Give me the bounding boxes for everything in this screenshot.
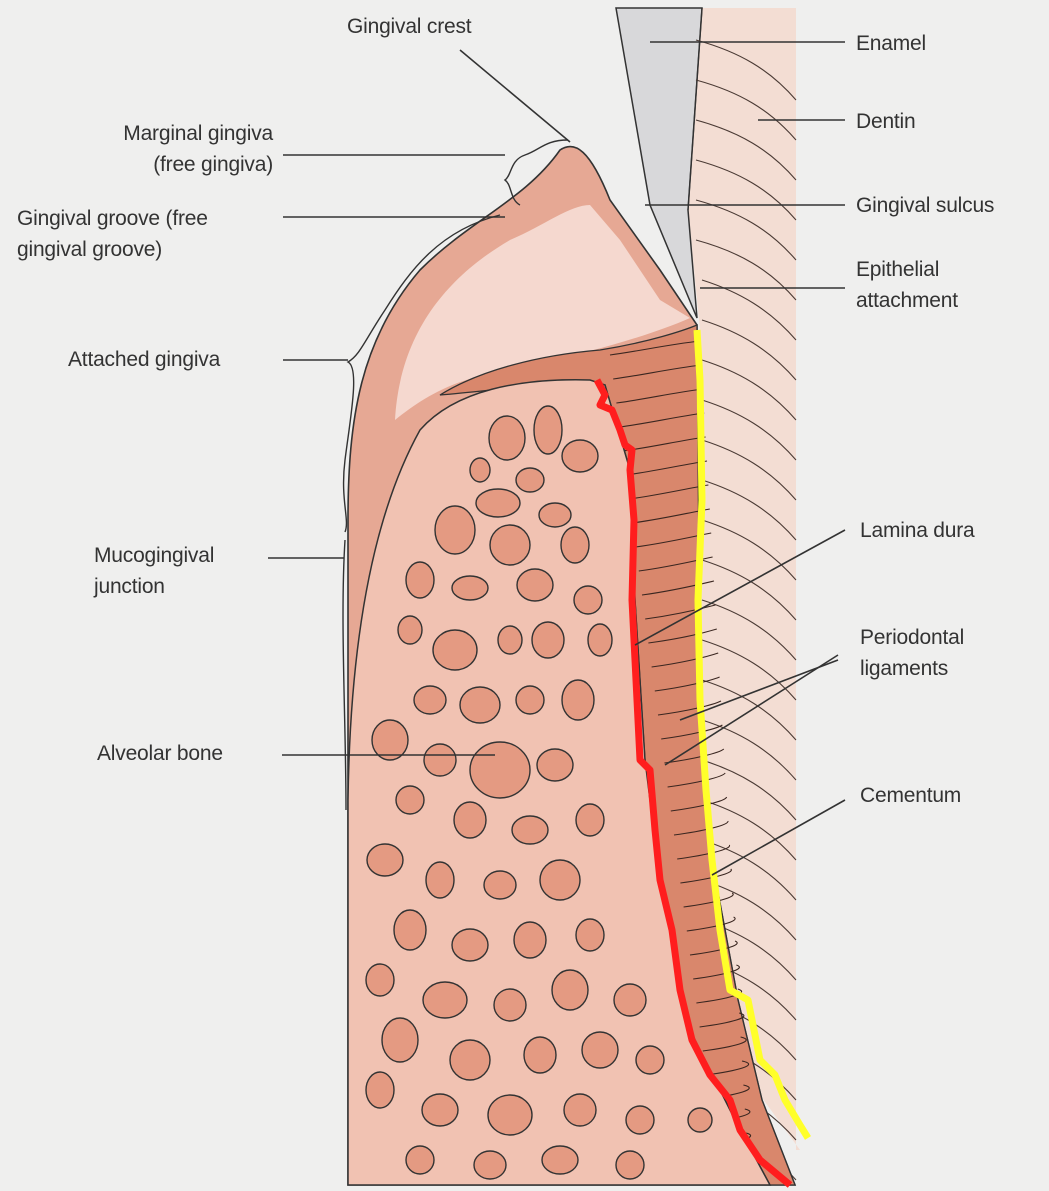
marrow-space [636,1046,664,1074]
marrow-space [552,970,588,1010]
marrow-space [498,626,522,654]
marrow-space [561,527,589,563]
marrow-space [514,922,546,958]
label-enamel: Enamel [856,28,926,59]
marrow-space [470,458,490,482]
marrow-space [542,1146,578,1174]
label-epithelial-attachment: Epithelial attachment [856,254,958,316]
label-attached-gingiva: Attached gingiva [68,344,220,375]
marrow-space [576,804,604,836]
marrow-space [576,919,604,951]
label-dentin: Dentin [856,106,916,137]
marrow-space [424,744,456,776]
marrow-space [484,871,516,899]
marrow-space [452,929,488,961]
marrow-space [398,616,422,644]
marrow-space [452,576,488,600]
label-alveolar-bone: Alveolar bone [97,738,223,769]
marrow-space [433,630,477,670]
marrow-space [394,910,426,950]
marrow-space [476,489,520,517]
label-lamina-dura: Lamina dura [860,515,975,546]
marrow-space [396,786,424,814]
marrow-space [540,860,580,900]
marrow-space [512,816,548,844]
marrow-space [372,720,408,760]
marrow-space [382,1018,418,1062]
marrow-space [490,525,530,565]
marrow-space [454,802,486,838]
marrow-space [517,569,553,601]
marrow-space [406,562,434,598]
marrow-space [366,964,394,996]
marrow-space [614,984,646,1016]
marrow-space [460,687,500,723]
marrow-space [532,622,564,658]
marrow-space [489,416,525,460]
marrow-space [688,1108,712,1132]
marrow-space [524,1037,556,1073]
marrow-space [414,686,446,714]
marrow-space [367,844,403,876]
marrow-space [450,1040,490,1080]
label-gingival-sulcus: Gingival sulcus [856,190,994,221]
mucosa-outline [343,540,346,810]
marrow-space [406,1146,434,1174]
marrow-space [516,686,544,714]
label-gingival-groove: Gingival groove (free gingival groove) [17,203,208,265]
label-mucogingival-junction: Mucogingival junction [94,540,214,602]
marrow-space [564,1094,596,1126]
marrow-space [616,1151,644,1179]
marrow-space [574,586,602,614]
marrow-space [426,862,454,898]
label-periodontal-ligaments: Periodontal ligaments [860,622,964,684]
marrow-space [422,1094,458,1126]
label-gingival-crest: Gingival crest [347,11,471,42]
marrow-space [516,468,544,492]
marrow-space [588,624,612,656]
label-cementum: Cementum [860,780,961,811]
marrow-space [562,440,598,472]
marrow-space [534,406,562,454]
leader-gingival-crest [460,50,570,142]
marrow-space [537,749,573,781]
marrow-space [423,982,467,1018]
marrow-space [562,680,594,720]
marrow-space [494,989,526,1021]
marrow-space [435,506,475,554]
marrow-space [470,742,530,798]
marrow-space [539,503,571,527]
label-marginal-gingiva: Marginal gingiva (free gingiva) [68,118,273,180]
marrow-space [626,1106,654,1134]
marrow-space [474,1151,506,1179]
marrow-space [582,1032,618,1068]
marrow-space [488,1095,532,1135]
marrow-space [366,1072,394,1108]
